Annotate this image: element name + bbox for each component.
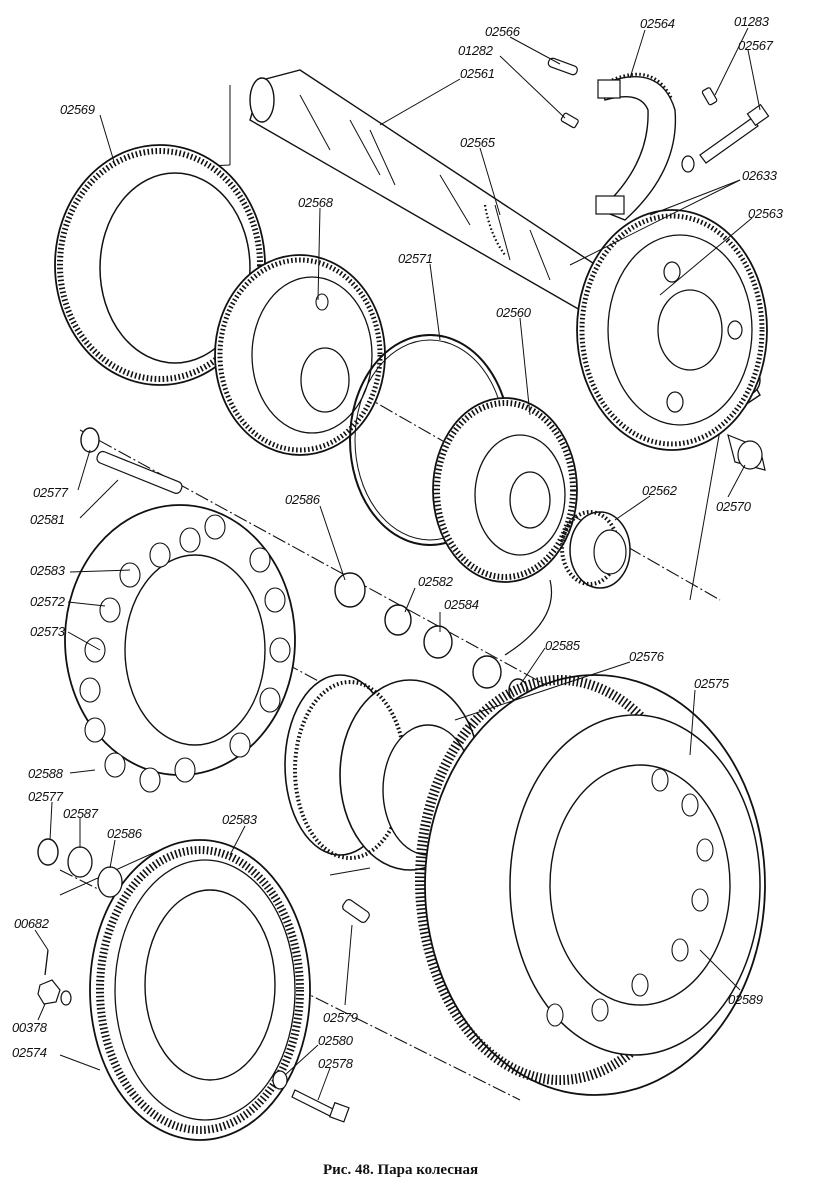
right-wheel	[576, 209, 768, 451]
label-02583-bottom: 02583	[222, 812, 258, 827]
label-00378: 00378	[12, 1020, 48, 1035]
label-02581: 02581	[30, 512, 65, 527]
label-02577-top: 02577	[33, 485, 69, 500]
label-02563: 02563	[748, 206, 784, 221]
label-02574: 02574	[12, 1045, 47, 1060]
toothed-ring-02569	[54, 144, 266, 386]
label-02565: 02565	[460, 135, 496, 150]
big-gear-02575	[415, 674, 766, 1096]
label-02588: 02588	[28, 766, 64, 781]
label-02575: 02575	[694, 676, 730, 691]
label-02560: 02560	[496, 305, 532, 320]
label-02582: 02582	[418, 574, 454, 589]
label-01283: 01283	[734, 14, 770, 29]
small-lower-parts	[37, 838, 370, 1123]
label-02571: 02571	[398, 251, 433, 266]
label-02589: 02589	[728, 992, 763, 1007]
carrier-plate-bottom	[89, 839, 311, 1141]
label-00682: 00682	[14, 916, 50, 931]
gear-02560	[432, 397, 578, 583]
label-02579: 02579	[323, 1010, 358, 1025]
leader-lines	[34, 27, 761, 1101]
gear-disk-02568	[214, 254, 386, 456]
label-02572: 02572	[30, 594, 66, 609]
label-02564: 02564	[640, 16, 675, 31]
label-02584: 02584	[444, 597, 479, 612]
planet-carrier-top	[64, 504, 296, 793]
part-labels: 02566 01282 02561 02564 01283 02567 0256…	[12, 14, 784, 1071]
label-02576: 02576	[629, 649, 665, 664]
label-02587: 02587	[63, 806, 99, 821]
label-02586-top: 02586	[285, 492, 321, 507]
label-02570: 02570	[716, 499, 752, 514]
label-02580: 02580	[318, 1033, 354, 1048]
label-02585: 02585	[545, 638, 581, 653]
label-02578: 02578	[318, 1056, 354, 1071]
label-02566: 02566	[485, 24, 521, 39]
label-02562: 02562	[642, 483, 678, 498]
needle-bearings-row	[334, 572, 553, 702]
figure-caption: Рис. 48. Пара колесная	[323, 1162, 478, 1178]
label-02586-bottom: 02586	[107, 826, 143, 841]
label-02567: 02567	[738, 38, 774, 53]
label-02583-top: 02583	[30, 563, 66, 578]
label-02568: 02568	[298, 195, 334, 210]
label-02633: 02633	[742, 168, 778, 183]
label-02561: 02561	[460, 66, 495, 81]
small-top-parts	[547, 57, 770, 173]
label-02569: 02569	[60, 102, 95, 117]
pins-row-02581	[80, 427, 183, 494]
label-02577-bottom: 02577	[28, 789, 64, 804]
bushing-and-bearing	[560, 433, 766, 589]
label-01282: 01282	[458, 43, 494, 58]
brake-shoe	[595, 72, 677, 221]
label-02573: 02573	[30, 624, 66, 639]
